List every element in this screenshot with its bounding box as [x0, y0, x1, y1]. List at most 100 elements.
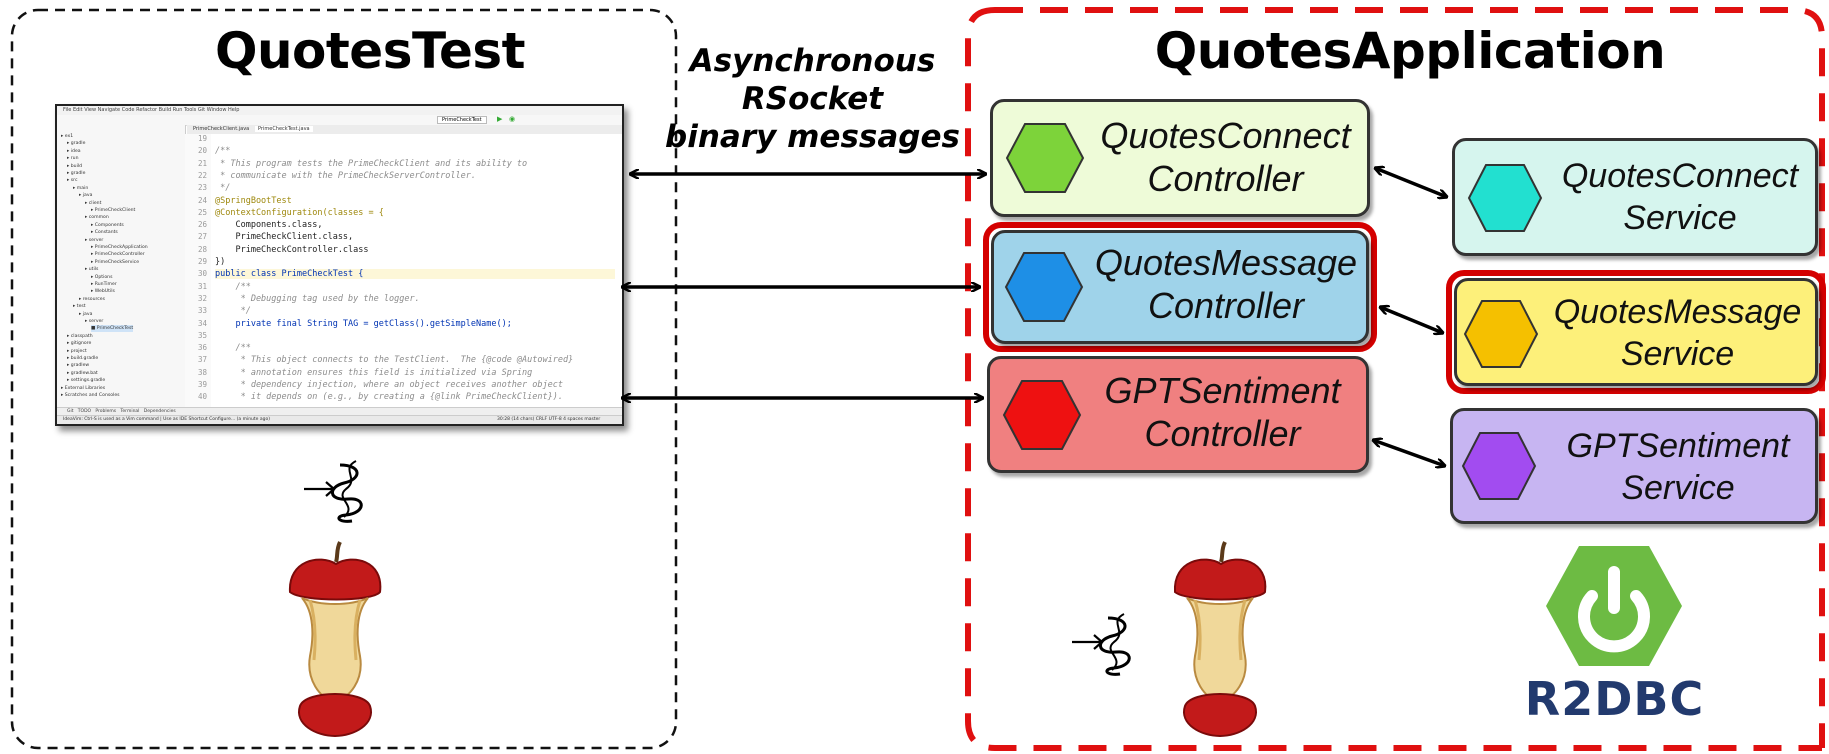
tree-item[interactable]: ▸ gradle: [67, 171, 86, 176]
line-number: 39: [197, 380, 207, 389]
code-line: * dependency injection, where an object …: [215, 380, 563, 390]
line-number: 40: [197, 392, 207, 402]
tree-item[interactable]: ▸ run: [67, 156, 79, 162]
tree-item[interactable]: ▸ src: [67, 178, 78, 184]
ide-bottom-toolbar: Git TODO Problems Terminal Dependencies: [57, 407, 622, 416]
tree-item[interactable]: ▸ External Libraries: [61, 385, 106, 391]
r2dbc-label: R2DBC: [1524, 672, 1705, 726]
code-line: */: [215, 183, 231, 194]
tree-item[interactable]: ▸ Components: [91, 222, 124, 228]
message-line-1: Asynchronous: [689, 43, 936, 79]
message-line-2: RSocket: [741, 81, 884, 117]
line-number: 38: [197, 367, 207, 377]
tree-item[interactable]: ▸ PrimeCheckService: [91, 259, 140, 265]
quotesmessage-controller-highlight: [983, 222, 1377, 352]
ide-statusbar: IdeaVim: Ctrl-S is used as a Vim command…: [57, 415, 622, 424]
tree-item[interactable]: ▸ java: [79, 193, 93, 199]
reactive-streams-icon: [1072, 613, 1131, 676]
tree-item[interactable]: ▸ WebUtils: [91, 289, 115, 295]
quotesapp-title: QuotesApplication: [1154, 22, 1666, 80]
tree-item[interactable]: ▸ project: [67, 348, 87, 354]
quotestest-title: QuotesTest: [214, 22, 526, 80]
tree-item[interactable]: ▸ server: [85, 319, 104, 324]
tree-item[interactable]: ▸ PrimeCheckController: [91, 252, 145, 258]
message-line-3: binary messages: [665, 119, 960, 155]
tree-item[interactable]: ▸ classpath: [67, 333, 93, 339]
debug-icon[interactable]: ◉: [509, 115, 516, 123]
tree-item[interactable]: ▸ test: [73, 304, 86, 310]
quotesmessage-service-highlight: [1446, 270, 1826, 394]
line-number: 32: [197, 293, 207, 303]
line-number: 31: [197, 281, 207, 291]
hexagon-icon: [1002, 380, 1082, 450]
quotesmessage-service-box: QuotesMessage Service: [1454, 278, 1818, 386]
line-number: 22: [197, 170, 207, 180]
hexagon-icon: [1463, 300, 1539, 368]
ide-run-config[interactable]: PrimeCheckTest: [437, 116, 487, 124]
tree-item[interactable]: ▸ PrimeCheckApplication: [91, 245, 148, 250]
tree-item[interactable]: ▸ gitignore: [67, 341, 92, 347]
tree-item[interactable]: ▸ Options: [91, 274, 113, 280]
ide-status-right: 30:28 (14 chars) CRLF UTF-8 4 spaces mas…: [497, 417, 601, 422]
service-label-line2: Service: [1620, 335, 1735, 373]
tab-primechecktest[interactable]: PrimeCheckTest.java: [255, 126, 313, 132]
service-label-line1: QuotesConnect: [1561, 157, 1799, 195]
tree-item[interactable]: ▸ Constants: [91, 230, 118, 236]
ide-status-text: IdeaVim: Ctrl-S is used as a Vim command…: [63, 417, 270, 422]
code-line: /**: [215, 146, 231, 157]
quotesconnect-controller-box: QuotesConnect Controller: [990, 99, 1370, 217]
tree-item[interactable]: ▸ client: [85, 200, 102, 206]
code-line: * Debugging tag used by the logger.: [215, 293, 420, 304]
tree-item[interactable]: ▸ utils: [85, 267, 99, 273]
code-line: * it depends on (e.g., by creating a {@l…: [215, 392, 563, 403]
tree-item[interactable]: ▸ gradlew.bat: [67, 370, 98, 376]
line-number: 24: [197, 195, 207, 205]
service-label-line1: GPTSentiment: [1566, 427, 1790, 465]
tree-item[interactable]: ▸ gradle: [67, 141, 86, 147]
tree-item[interactable]: ▸ gradlew: [67, 363, 90, 369]
controller-label-line2: Controller: [1147, 285, 1305, 326]
tree-item[interactable]: ▸ java: [79, 311, 93, 317]
controller-label-line1: QuotesMessage: [1094, 242, 1358, 283]
arrow-message-controller-service: [1380, 307, 1443, 333]
tree-item[interactable]: ▸ RunTimer: [91, 282, 117, 287]
apple-core-icon: [288, 541, 382, 738]
hexagon-icon: [1461, 432, 1537, 500]
hexagon-icon: [1004, 252, 1084, 322]
tree-item[interactable]: ▸ build: [67, 163, 83, 169]
quotesconnect-service-box: QuotesConnect Service: [1452, 138, 1818, 256]
line-number: 27: [197, 232, 207, 242]
tree-item[interactable]: ▸ ex1: [61, 134, 74, 139]
code-line: }): [215, 257, 226, 267]
ide-screenshot: File Edit View Navigate Code Refactor Bu…: [55, 104, 624, 426]
hexagon-icon: [1467, 164, 1543, 232]
tree-item[interactable]: ▸ server: [85, 237, 104, 243]
service-label-line2: Service: [1621, 469, 1735, 507]
code-line: * annotation ensures this field is initi…: [215, 367, 533, 378]
line-number: 19: [197, 134, 207, 143]
tree-item[interactable]: ■ PrimeCheckTest: [91, 325, 134, 333]
line-number: 26: [197, 220, 207, 230]
line-number: 29: [197, 257, 207, 266]
controller-label-line1: GPTSentiment: [1104, 370, 1341, 411]
tree-item[interactable]: ▸ settings.gradle: [67, 378, 106, 384]
r2dbc-logo: R2DBC: [1512, 540, 1717, 730]
line-number: 37: [197, 355, 207, 365]
code-line: PrimeCheckClient.class,: [215, 232, 354, 243]
controller-label-line1: QuotesConnect: [1100, 115, 1351, 156]
tree-item[interactable]: ▸ PrimeCheckClient: [91, 208, 136, 213]
tab-primecheckclient[interactable]: PrimeCheckClient.java: [193, 126, 250, 132]
line-number: 28: [197, 244, 207, 254]
tree-item[interactable]: ▸ build.gradle: [67, 356, 99, 361]
tree-item[interactable]: ▸ main: [73, 185, 89, 191]
tree-item[interactable]: ▸ resources: [79, 296, 106, 302]
arrow-connect-controller-service: [1375, 168, 1447, 197]
tree-item[interactable]: ▸ Scratches and Consoles: [61, 393, 120, 398]
tree-item[interactable]: ▸ idea: [67, 148, 81, 154]
run-icon[interactable]: ▶: [497, 115, 503, 123]
line-number: 30: [197, 269, 207, 279]
tree-item[interactable]: ▸ common: [85, 215, 109, 221]
apple-core-icon: [1173, 541, 1267, 738]
line-number: 36: [197, 343, 207, 353]
